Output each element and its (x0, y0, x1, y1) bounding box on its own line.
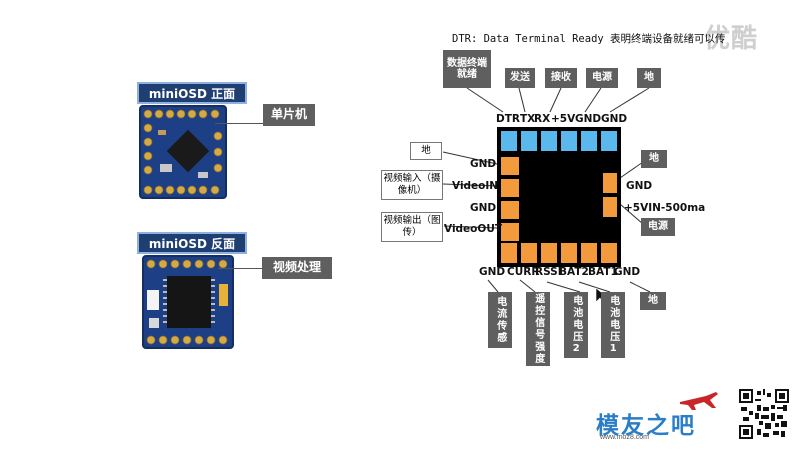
mcu-label: 单片机 (263, 104, 315, 126)
pin-bat2: BAT2 (559, 266, 589, 278)
back-board-image (142, 255, 234, 349)
pin-rx: RX (534, 113, 551, 125)
osd-chip (497, 127, 621, 267)
pad-5v (561, 131, 577, 151)
pin-gnd-top-1: GND (575, 113, 602, 125)
brand-url: www.moz8.com (600, 434, 650, 441)
airplane-icon (680, 392, 718, 410)
pad-videoin (501, 179, 519, 197)
label-video-out: 视频输出（图传） (381, 212, 443, 242)
pad-videoout (501, 223, 519, 241)
video-leader-line (218, 268, 264, 269)
pin-gnd-top-2: GND (601, 113, 628, 125)
label-bat2: 电池电压2 (564, 292, 588, 358)
pin-rssi: RSSI (535, 266, 562, 278)
pad-bat1 (581, 243, 597, 263)
brand-logo: 模友之吧 (596, 412, 696, 439)
pin-gnd-left-2: GND (470, 202, 497, 214)
pin-gnd-bottom-2: GND (614, 266, 641, 278)
pad-gnd-left-1 (501, 157, 519, 175)
pad-gnd-top-1 (581, 131, 597, 151)
label-rssi: 遥控信号强度 (526, 292, 550, 366)
pad-gnd-left-2 (501, 201, 519, 219)
label-dtr: 数据终端就绪 (443, 50, 491, 88)
pad-gnd-bottom-2 (601, 243, 617, 263)
pad-curr (521, 243, 537, 263)
pad-gnd-bottom-1 (501, 243, 517, 263)
mcu-leader-line (215, 123, 265, 124)
pin-gnd-left-1: GND (470, 158, 497, 170)
front-title: miniOSD 正面 (137, 82, 247, 104)
pin-videoout: VideoOUT (444, 223, 503, 235)
pad-dtr (501, 131, 517, 151)
dtr-note: DTR: Data Terminal Ready 表明终端设备就绪可以传 (452, 33, 726, 45)
label-rx: 接收 (545, 68, 577, 88)
qr-code-icon (739, 389, 789, 439)
pad-bat2 (561, 243, 577, 263)
label-power-right: 电源 (641, 218, 675, 236)
label-5v: 电源 (586, 68, 618, 88)
label-bat1: 电池电压1 (601, 292, 625, 358)
pin-videoin: VideoIN (452, 180, 499, 192)
pad-5vin (603, 197, 617, 217)
label-gnd-top: 地 (637, 68, 661, 88)
pad-gnd-top-2 (601, 131, 617, 151)
video-processing-label: 视频处理 (262, 257, 332, 279)
pin-curr: CURR (507, 266, 540, 278)
youku-watermark: 优酷 (704, 24, 759, 54)
pad-rssi (541, 243, 557, 263)
label-gnd-left: 地 (410, 142, 442, 160)
pin-gnd-right: GND (626, 180, 653, 192)
pin-gnd-bottom-1: GND (479, 266, 506, 278)
label-current-sensor: 电流传感 (488, 292, 512, 348)
label-tx: 发送 (505, 68, 535, 88)
pin-dtr: DTR (496, 113, 520, 125)
pin-bat1: BAT1 (588, 266, 618, 278)
pad-gnd-right (603, 173, 617, 193)
back-title: miniOSD 反面 (137, 232, 247, 254)
label-gnd-right: 地 (641, 150, 667, 168)
pad-rx (541, 131, 557, 151)
pad-tx (521, 131, 537, 151)
pin-5vin: +5VIN-500ma (624, 202, 706, 214)
label-gnd-bottom: 地 (640, 292, 666, 310)
pin-tx: TX (520, 113, 536, 125)
pin-5v: +5V (551, 113, 576, 125)
front-board-image (139, 105, 227, 199)
label-video-in: 视频输入（摄像机） (381, 170, 443, 200)
